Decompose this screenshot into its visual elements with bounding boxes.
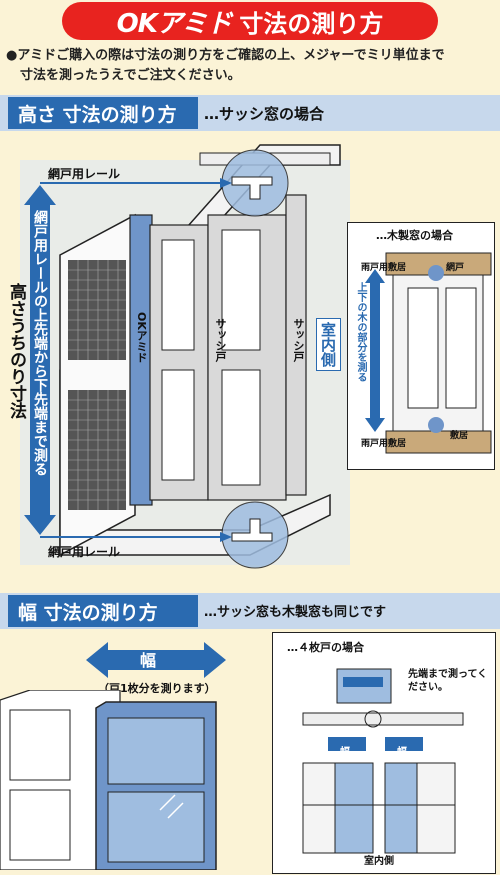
sash-right-label: サッシ戸 xyxy=(292,318,305,362)
wood-window-illustration xyxy=(365,252,492,454)
wood-window-box: …木製窓の場合 xyxy=(347,222,495,470)
four-panel-width-a: 幅 xyxy=(340,747,350,758)
height-side-label: 高さうちのり寸法 xyxy=(6,283,26,419)
width-arrow xyxy=(86,642,226,678)
height-section-heading: 高さ 寸法の測り方 xyxy=(8,97,198,129)
wood-top-label-2: 網戸 xyxy=(446,263,465,273)
wood-window-title: …木製窓の場合 xyxy=(376,229,453,242)
notice-text: ●アミドご購入の際は寸法の測り方をご確認の上、メジャーでミリ単位まで 寸法を測っ… xyxy=(6,46,496,86)
four-panel-illustration xyxy=(302,668,464,854)
four-panel-title: …４枚戸の場合 xyxy=(287,641,364,654)
height-section-subheading: …サッシ窓の場合 xyxy=(204,105,325,123)
wood-bottom-label: 雨戸用敷居 xyxy=(361,439,407,449)
rail-bottom-label: 網戸用レール xyxy=(48,545,121,559)
indoor-label: 室内側 xyxy=(316,318,341,371)
title-banner: OKアミド 寸法の測り方 xyxy=(62,2,438,40)
wood-measure-note: 上下の木の部分を測る xyxy=(355,282,366,382)
sash-window-illustration xyxy=(20,144,350,569)
notice-line-2: 寸法を測ったうえでご注文ください。 xyxy=(20,68,241,83)
four-panel-width-b: 幅 xyxy=(397,747,407,758)
rail-top-label: 網戸用レール xyxy=(48,167,121,181)
screen-panel-label: OKアミド xyxy=(135,312,148,363)
width-section-subheading: …サッシ窓も木製窓も同じです xyxy=(204,605,387,620)
four-panel-tip: 先端まで測ってください。 xyxy=(408,669,488,693)
mesh-pattern xyxy=(68,260,126,510)
page-title: 寸法の測り方 xyxy=(239,9,384,38)
door-illustration xyxy=(0,690,217,870)
width-section-heading: 幅 寸法の測り方 xyxy=(8,595,198,627)
width-note: （戸1枚分を測ります） xyxy=(98,682,216,695)
wood-top-label: 雨戸用敷居 xyxy=(361,263,407,273)
wood-bottom-label-2: 敷居 xyxy=(450,431,469,441)
sash-left-label: サッシ戸 xyxy=(214,318,227,362)
width-label: 幅 xyxy=(140,651,157,670)
logo-text: OKアミド xyxy=(116,8,233,39)
measure-note: 網戸用レールの上先端から下先端まで測る xyxy=(32,210,48,476)
four-panel-box: …４枚戸の場合 xyxy=(272,632,496,874)
four-panel-indoor: 室内側 xyxy=(364,856,394,867)
notice-line-1: ●アミドご購入の際は寸法の測り方をご確認の上、メジャーでミリ単位まで xyxy=(6,48,445,63)
